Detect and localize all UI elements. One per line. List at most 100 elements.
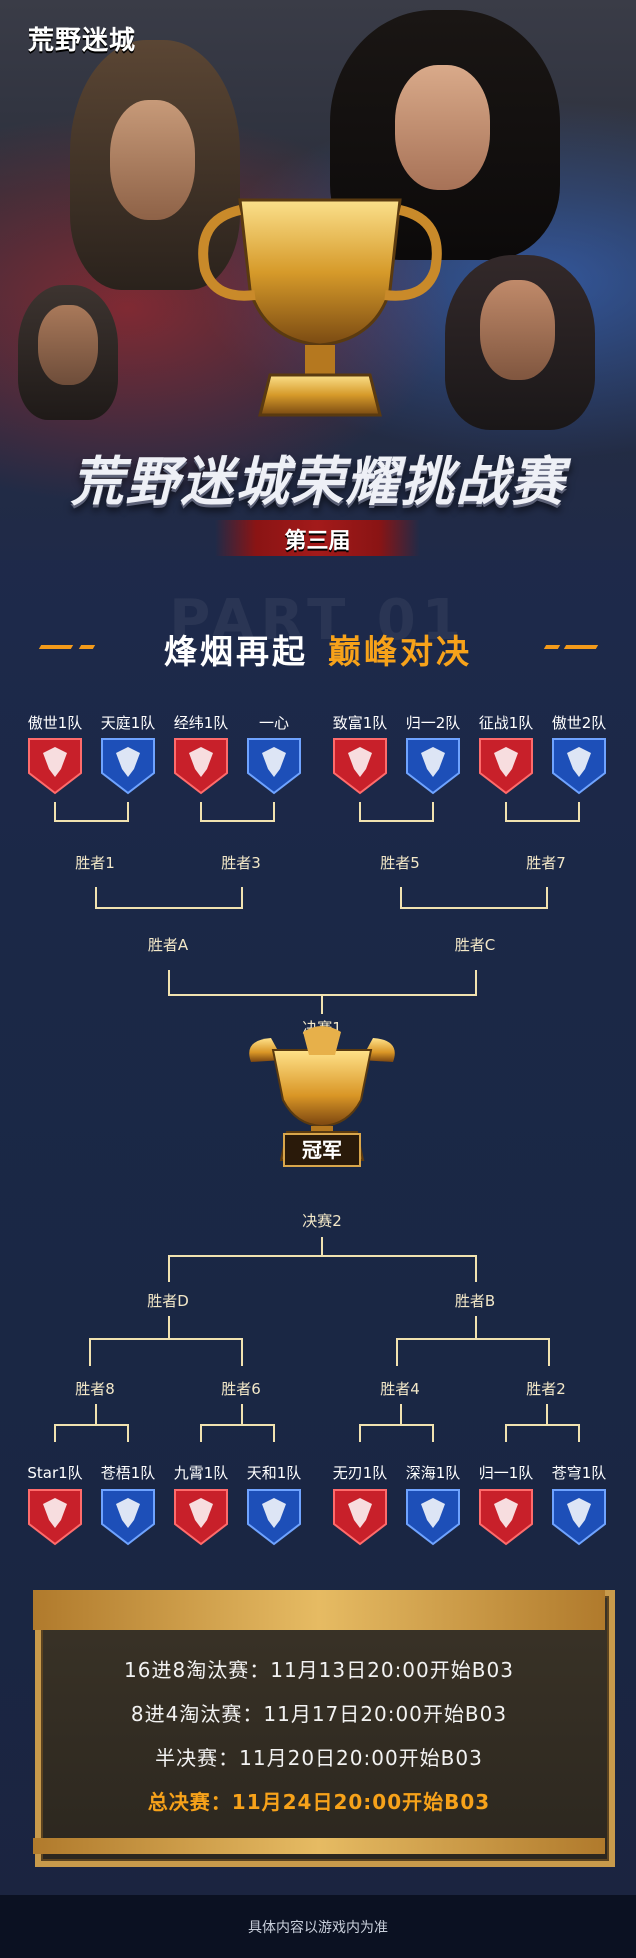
team-label: 无刃1队: [332, 1464, 388, 1482]
bracket-line: [54, 1424, 129, 1426]
blue-team-shield-icon: [552, 738, 606, 795]
red-team-shield-icon: [174, 1489, 228, 1546]
edition-label: 第三届: [284, 529, 351, 554]
bracket-line: [505, 802, 507, 822]
heading-gold: 巅峰对决: [328, 632, 472, 671]
schedule-row-final: 总决赛：11月24日20:00开始B03: [147, 1790, 491, 1814]
character-sunglasses-man: [18, 285, 118, 420]
winner-label: 胜者8: [75, 1380, 115, 1398]
footer-note: 具体内容以游戏内为准: [248, 1920, 388, 1936]
team-label: 傲世2队: [551, 714, 607, 732]
bracket-line: [54, 802, 56, 822]
bracket-line: [400, 907, 548, 909]
team-label: 征战1队: [478, 714, 534, 732]
bracket-line: [200, 802, 202, 822]
bracket-line: [546, 887, 548, 909]
bracket-line: [432, 1424, 434, 1442]
schedule-row: 16进8淘汰赛：11月13日20:00开始B03: [124, 1658, 514, 1682]
board-frame-top: [33, 1590, 605, 1630]
red-team-shield-icon: [333, 738, 387, 795]
team-label: 九霄1队: [173, 1464, 229, 1482]
bracket-line: [95, 1404, 97, 1426]
winner-label: 胜者4: [380, 1380, 420, 1398]
bracket-line: [396, 1338, 550, 1340]
winner-label: 胜者2: [526, 1380, 566, 1398]
champion-label: 冠军: [283, 1133, 361, 1167]
winner-label: 胜者D: [147, 1292, 189, 1310]
bracket-line: [273, 802, 275, 822]
team-label: 苍穹1队: [551, 1464, 607, 1482]
team-label: 致富1队: [332, 714, 388, 732]
team-label: 天和1队: [246, 1464, 302, 1482]
bracket-line: [400, 887, 402, 909]
bracket-line: [475, 1255, 477, 1282]
red-team-shield-icon: [479, 1489, 533, 1546]
edition-plate: [215, 520, 420, 556]
bracket-line: [578, 802, 580, 822]
bracket-line: [359, 1424, 434, 1426]
team-label: 归一2队: [405, 714, 461, 732]
bracket-line: [432, 802, 434, 822]
bracket-line: [95, 887, 97, 909]
bracket-line: [200, 1424, 275, 1426]
bracket-line: [241, 1404, 243, 1426]
winner-label: 胜者6: [221, 1380, 261, 1398]
bracket-line: [200, 1424, 202, 1442]
section-heading: 烽烟再起巅峰对决: [0, 625, 636, 673]
bracket-line: [89, 1338, 91, 1366]
bracket-line: [273, 1424, 275, 1442]
schedule-row: 8进4淘汰赛：11月17日20:00开始B03: [130, 1702, 508, 1726]
bracket-line: [546, 1404, 548, 1426]
winner-label: 胜者B: [454, 1292, 496, 1310]
bracket-line: [168, 1316, 170, 1340]
blue-team-shield-icon: [247, 738, 301, 795]
team-label: 苍梧1队: [100, 1464, 156, 1482]
bracket-line: [89, 1338, 243, 1340]
team-label: 经纬1队: [173, 714, 229, 732]
game-logo: 荒野迷城: [28, 26, 137, 56]
team-label: 归一1队: [478, 1464, 534, 1482]
event-title: 荒野迷城荣耀挑战赛: [70, 452, 566, 513]
red-team-shield-icon: [28, 738, 82, 795]
footer-bar: [0, 1895, 636, 1958]
team-label: 傲世1队: [27, 714, 83, 732]
trophy-icon: [198, 198, 442, 417]
winner-label: 胜者A: [147, 936, 189, 954]
red-team-shield-icon: [479, 738, 533, 795]
board-frame-bottom: [33, 1838, 605, 1854]
hero-banner: 荒野迷城 荒野迷城荣耀挑战赛: [0, 0, 636, 560]
bracket-line: [95, 907, 243, 909]
blue-team-shield-icon: [101, 1489, 155, 1546]
blue-team-shield-icon: [406, 1489, 460, 1546]
bracket-line: [241, 1338, 243, 1366]
bracket-line: [54, 1424, 56, 1442]
bracket-line: [578, 1424, 580, 1442]
bracket-line: [396, 1338, 398, 1366]
bracket-line: [475, 970, 477, 995]
bracket-line: [241, 887, 243, 909]
winner-label: 胜者C: [454, 936, 496, 954]
heading-white: 烽烟再起: [164, 632, 308, 671]
schedule-row: 半决赛：11月20日20:00开始B03: [155, 1746, 483, 1770]
bracket-line: [505, 820, 580, 822]
part-watermark: PART 01: [169, 588, 467, 653]
winner-label: 胜者5: [380, 854, 420, 872]
bracket-line: [505, 1424, 507, 1442]
bracket-line: [200, 820, 275, 822]
bracket-line: [505, 1424, 580, 1426]
bracket-line: [400, 1404, 402, 1426]
blue-team-shield-icon: [406, 738, 460, 795]
bracket-line: [127, 802, 129, 822]
blue-team-shield-icon: [552, 1489, 606, 1546]
bracket-line: [359, 820, 434, 822]
red-team-shield-icon: [333, 1489, 387, 1546]
blue-team-shield-icon: [101, 738, 155, 795]
bracket-line: [127, 1424, 129, 1442]
team-label: 天庭1队: [100, 714, 156, 732]
bracket-line: [475, 1316, 477, 1340]
bracket-line: [321, 994, 323, 1014]
schedule-board: [35, 1590, 615, 1867]
character-long-hair-man: [70, 40, 240, 290]
bracket-line: [168, 1255, 477, 1257]
